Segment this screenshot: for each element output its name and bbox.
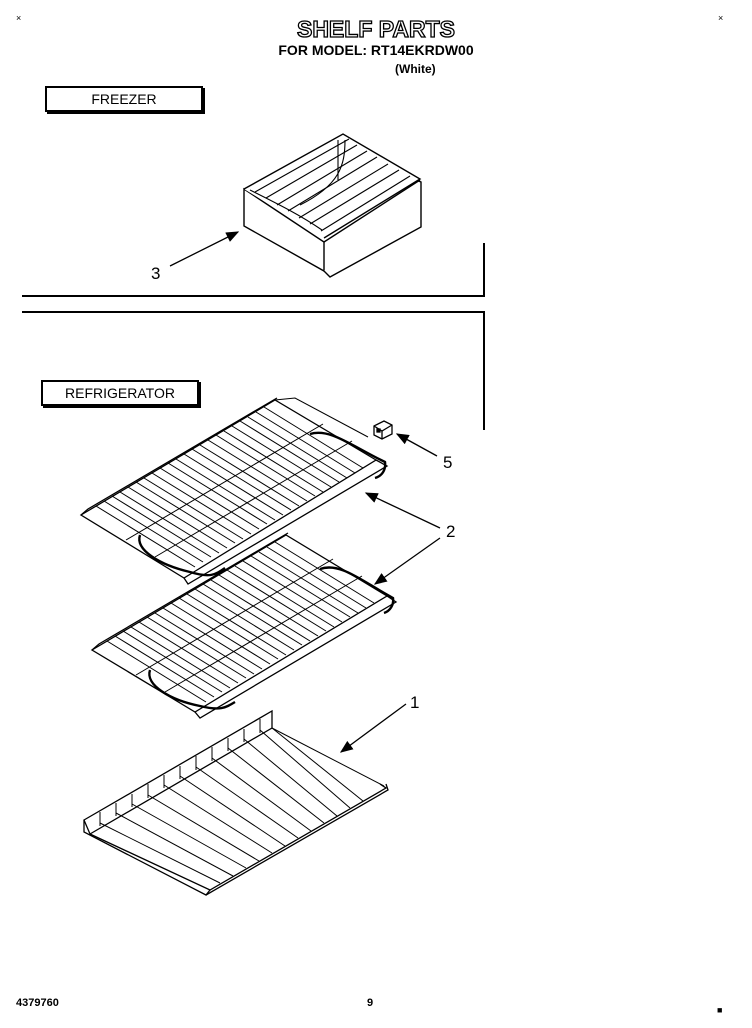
color-note: (White) [395,62,436,76]
callout-2-leader-lower [373,537,441,585]
callout-1-leader [339,703,407,753]
section-divider-refrigerator [22,311,485,430]
callout-number-2: 2 [446,522,456,541]
crisper-support-drawing [83,709,389,896]
model-line: FOR MODEL: RT14EKRDW00 [278,42,474,58]
document-number: 4379760 [16,997,59,1009]
callout-5-leader [395,433,438,457]
callout-number-3: 3 [151,264,161,283]
refrigerator-shelf-lower-drawing [90,532,398,719]
callout-number-5: 5 [443,453,453,472]
freezer-section-label: FREEZER [45,86,203,112]
corner-mark-top-left: × [16,13,22,23]
freezer-shelf-drawing [243,133,422,278]
corner-mark-bottom-right: ■ [717,1005,723,1015]
callout-number-1: 1 [410,693,420,712]
corner-mark-top-right: × [718,13,724,23]
page-number: 9 [367,997,374,1009]
callout-3-leader [169,231,240,267]
shelf-clip-drawing [373,420,393,440]
callout-2-leader-upper [364,492,441,529]
section-divider-freezer [22,243,485,297]
page-title: SHELF PARTS [296,15,456,42]
refrigerator-shelf-upper-drawing [79,397,389,585]
refrigerator-section-label: REFRIGERATOR [41,380,199,406]
